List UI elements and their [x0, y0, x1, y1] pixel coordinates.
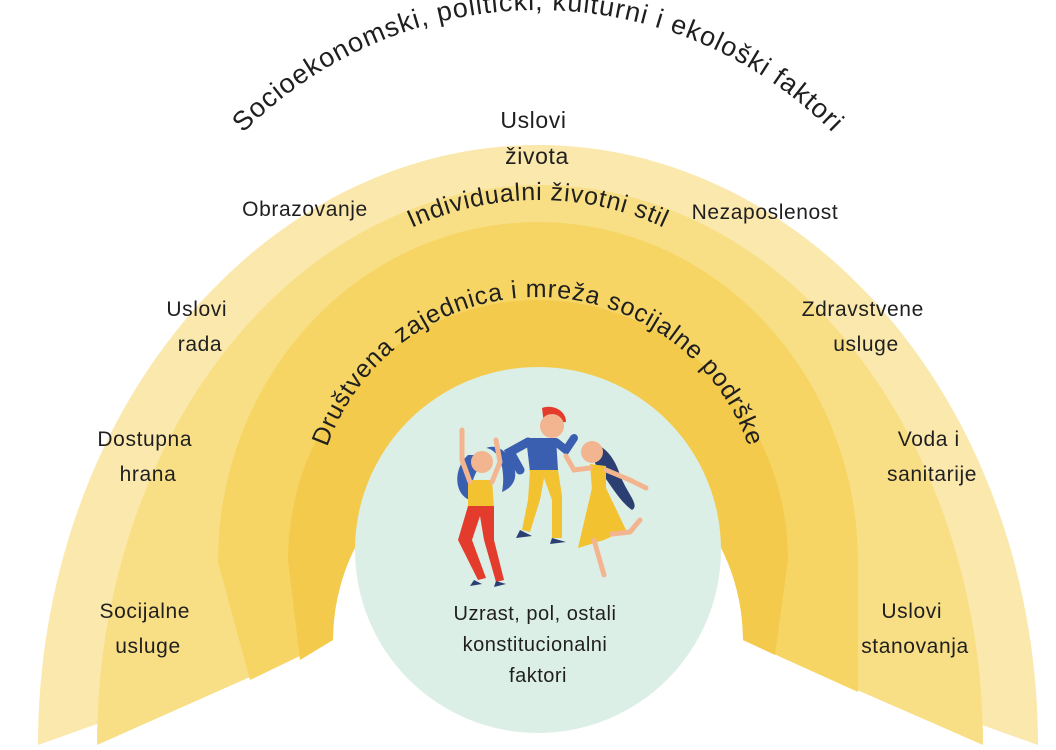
label-work-conditions: Uslovi rada: [166, 298, 233, 356]
layer-community: [288, 300, 788, 660]
label-food-access: Dostupna hrana: [97, 428, 198, 486]
label-education: Obrazovanje: [242, 198, 368, 221]
label-social-services: Socijalne usluge: [99, 600, 196, 658]
layer-lifestyle: [218, 222, 858, 692]
label-health-services: Zdravstvene usluge: [802, 298, 931, 356]
core-circle: [355, 367, 721, 733]
core-label: Uzrast, pol, ostali konstitucionalni fak…: [454, 603, 623, 687]
dancer-middle: [503, 406, 578, 544]
dancing-people-icon: [457, 406, 649, 587]
label-water-sanitation: Voda i sanitarije: [887, 428, 977, 486]
dancer-right: [563, 441, 649, 578]
living-conditions-title: Uslovi života: [500, 107, 573, 169]
label-unemployment: Nezaposlenost: [692, 201, 839, 224]
dancer-left: [457, 427, 516, 587]
label-housing: Uslovi stanovanja: [861, 600, 969, 658]
